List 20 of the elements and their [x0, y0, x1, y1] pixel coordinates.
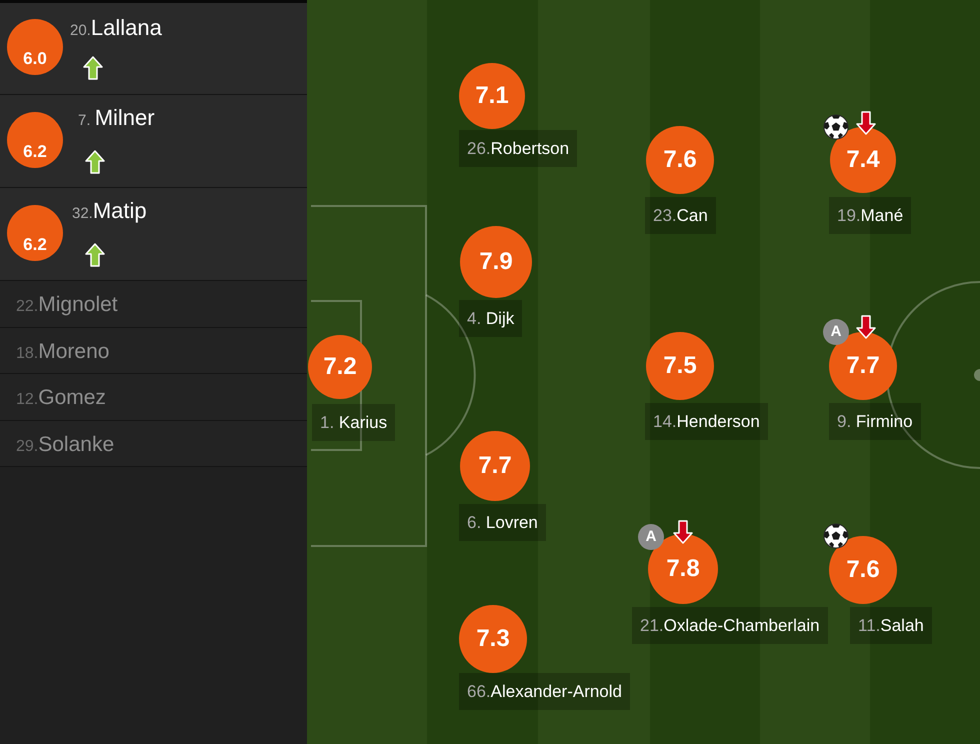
rating-circle: 6.2 [7, 205, 63, 261]
player-name-tag: 9. Firmino [829, 403, 921, 440]
player-name-tag: 6. Lovren [459, 504, 546, 541]
player-row [0, 188, 307, 281]
player-name-tag: 66.Alexander-Arnold [459, 673, 630, 710]
rating-circle: 6.2 [7, 112, 63, 168]
player-name-tag: 23.Can [645, 197, 716, 234]
player-name-tag: 19.Mané [829, 197, 912, 234]
player-name: 20.Lallana [70, 17, 162, 39]
player-name-tag: 1. Karius [312, 404, 396, 441]
player-name: 7. Milner [78, 107, 155, 129]
rating-circle: 6.0 [7, 19, 63, 75]
player-name: 32.Matip [72, 200, 147, 222]
player-row [0, 95, 307, 188]
player-row [0, 3, 307, 95]
player-name-tag: 14.Henderson [645, 403, 768, 440]
player-name-tag: 4. Dijk [459, 300, 522, 337]
player-name-tag: 11.Salah [850, 607, 932, 644]
player-name-tag: 26.Robertson [459, 130, 578, 167]
player-name-tag: 21.Oxlade-Chamberlain [632, 607, 828, 644]
